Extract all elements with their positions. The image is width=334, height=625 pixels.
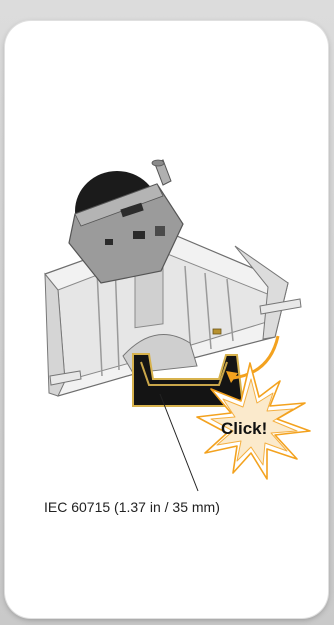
din-rail-caption: IEC 60715 (1.37 in / 35 mm) — [44, 499, 220, 515]
din-rail-mount-illustration: Click! — [5, 21, 328, 618]
click-label: Click! — [221, 419, 267, 438]
illustration-card: Click! IEC 60715 (1.37 in / 35 mm) — [5, 21, 328, 618]
leader-line — [160, 394, 198, 491]
